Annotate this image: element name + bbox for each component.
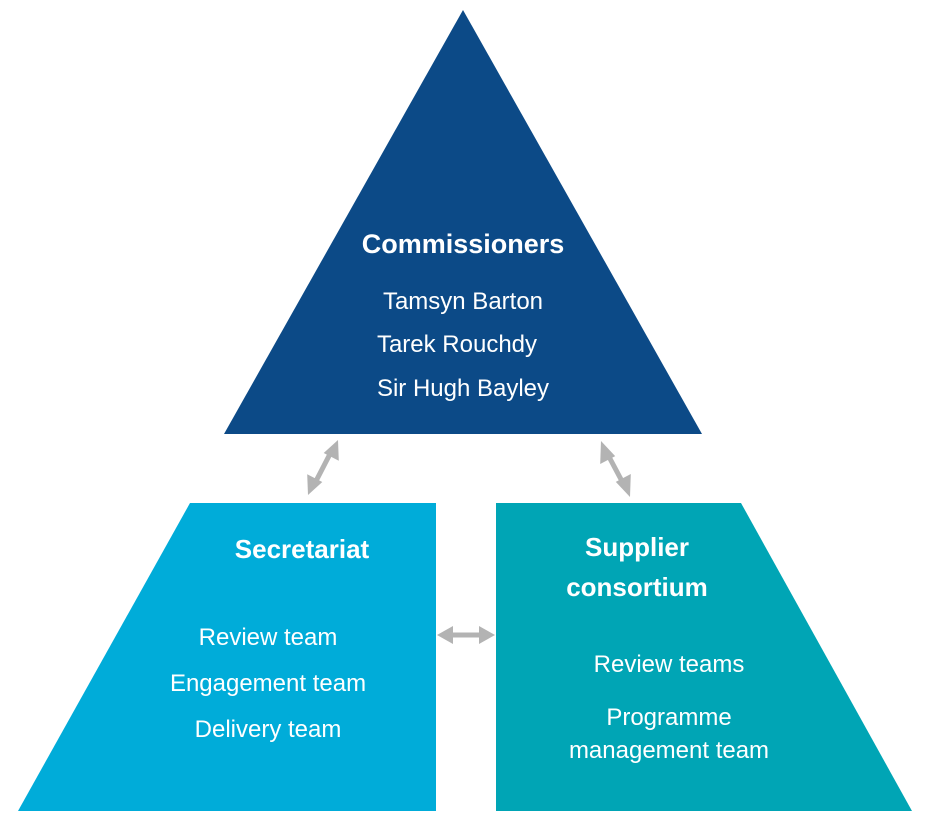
commissioner-name: Sir Hugh Bayley xyxy=(377,375,549,402)
secretariat-team: Review team xyxy=(199,624,338,651)
arrow-commissioners-secretariat xyxy=(307,440,339,495)
supplier-consortium-shape xyxy=(496,503,912,811)
programme-team-line: Programme xyxy=(606,704,731,731)
secretariat-shape xyxy=(18,503,436,811)
arrow-commissioners-supplier xyxy=(600,441,631,497)
secretariat-title: Secretariat xyxy=(235,534,370,564)
commissioner-name: Tarek Rouchdy xyxy=(377,331,537,358)
arrow-secretariat-supplier xyxy=(437,626,495,644)
programme-team-line: management team xyxy=(569,737,769,764)
supplier-team: Review teams xyxy=(594,651,745,678)
secretariat-team: Engagement team xyxy=(170,670,366,697)
secretariat-team: Delivery team xyxy=(195,716,342,743)
commissioners-title: Commissioners xyxy=(362,229,565,259)
supplier-title-line: consortium xyxy=(566,572,708,602)
commissioners-triangle xyxy=(224,10,702,434)
commissioner-name: Tamsyn Barton xyxy=(383,288,543,315)
supplier-title-line: Supplier xyxy=(585,532,689,562)
